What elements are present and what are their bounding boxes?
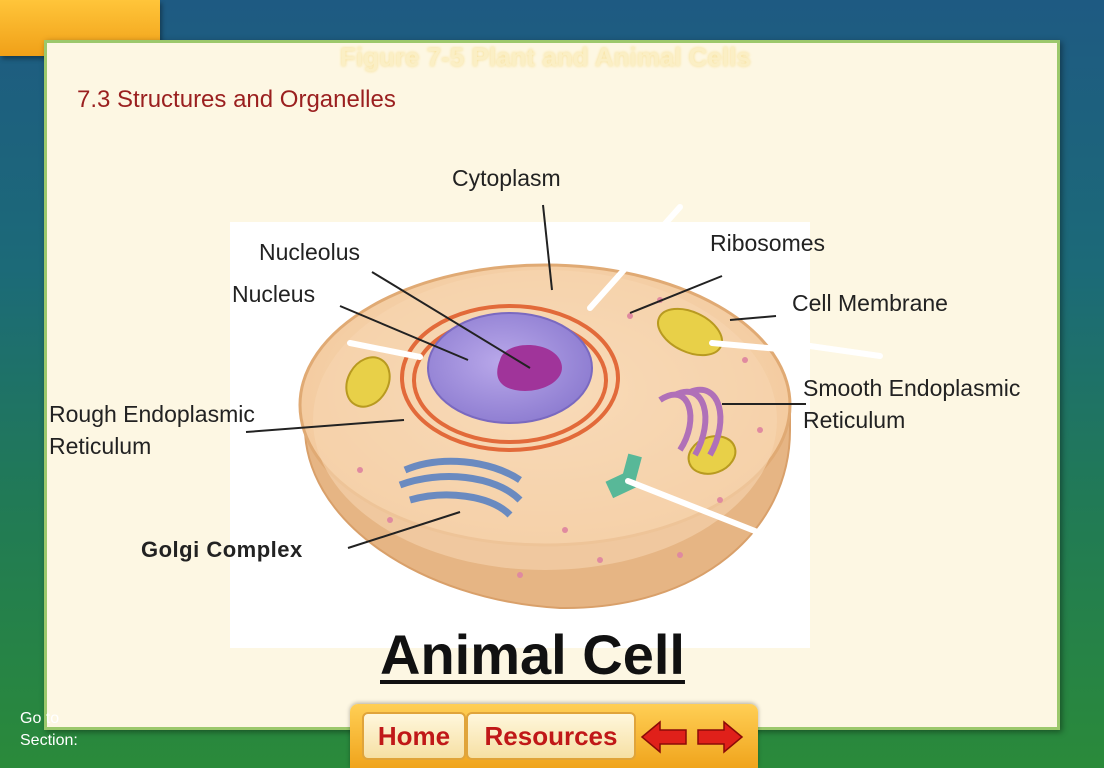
leader-nucleolus	[371, 271, 531, 369]
leader-cytoplasm	[542, 204, 553, 291]
leader-cell-membrane	[729, 315, 777, 321]
leader-nucleus	[339, 305, 469, 361]
home-button[interactable]: Home	[362, 712, 466, 760]
ribosome-dots	[357, 297, 763, 578]
golgi-complex	[398, 457, 523, 518]
label-cytoplasm: Cytoplasm	[452, 165, 561, 191]
label-rough-er-line2: Reticulum	[49, 433, 152, 459]
figure-title: Figure 7-5 Plant and Animal Cells	[340, 42, 751, 72]
leader-golgi	[347, 511, 461, 549]
label-ribosomes: Ribosomes	[710, 230, 826, 256]
label-cell-membrane: Cell Membrane	[792, 290, 948, 316]
resources-button[interactable]: Resources	[466, 712, 636, 760]
centrioles	[605, 453, 642, 499]
animal-cell-title: Animal Cell	[380, 623, 685, 686]
mitochondria	[345, 307, 737, 475]
label-nucleus: Nucleus	[232, 281, 316, 307]
label-smooth-er-line1: Smooth Endoplasmic	[803, 375, 1021, 401]
section-title: 7.3 Structures and Organelles	[77, 86, 396, 113]
label-golgi-complex: Golgi Complex	[141, 537, 303, 562]
leader-ribosomes	[629, 275, 723, 314]
white-pointer-lines	[347, 204, 883, 538]
right-arrow-icon[interactable]	[696, 718, 744, 756]
smooth-er	[658, 386, 724, 457]
goto-line1: Go to	[20, 710, 60, 727]
goto-section-label: Go to Section:	[20, 708, 78, 752]
left-arrow-icon[interactable]	[640, 718, 688, 756]
label-rough-er-line1: Rough Endoplasmic	[49, 401, 255, 427]
label-nucleolus: Nucleolus	[259, 239, 360, 265]
label-smooth-er-line2: Reticulum	[803, 407, 906, 433]
leader-rough-er	[245, 419, 405, 433]
goto-line2: Section:	[20, 732, 78, 749]
navigation-bar: Home Resources	[350, 704, 758, 768]
